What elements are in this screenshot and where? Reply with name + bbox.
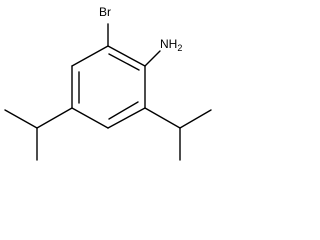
isopropyl-group-right: [144, 107, 212, 161]
inner-double-bond-top-right: [108, 53, 140, 71]
bond-ring-to-ch-left: [36, 107, 73, 129]
ring-bond-c6-c1: [71, 45, 109, 67]
bond-ring-to-ch-right: [144, 107, 181, 129]
amine-label: NH2: [160, 37, 182, 53]
ring-bond-c3-c4: [107, 107, 146, 129]
structure-diagram: Br NH2: [0, 0, 215, 172]
bond-carbon-nitrogen: [144, 50, 161, 67]
ring-bond-c4-c5: [71, 107, 109, 129]
bond-ch-methyl-up-right: [179, 109, 212, 129]
amine-label-subscript: 2: [177, 43, 182, 53]
bromine-label: Br: [99, 5, 111, 19]
benzene-ring: [71, 45, 146, 129]
bond-ch-methyl-up-left: [4, 109, 38, 129]
isopropyl-group-left: [4, 107, 73, 161]
ring-bond-c1-c2: [107, 45, 146, 67]
amine-label-main: NH: [160, 37, 177, 51]
inner-double-bond-bottom-right: [108, 101, 139, 120]
molecule-canvas: Br NH2: [0, 0, 215, 172]
